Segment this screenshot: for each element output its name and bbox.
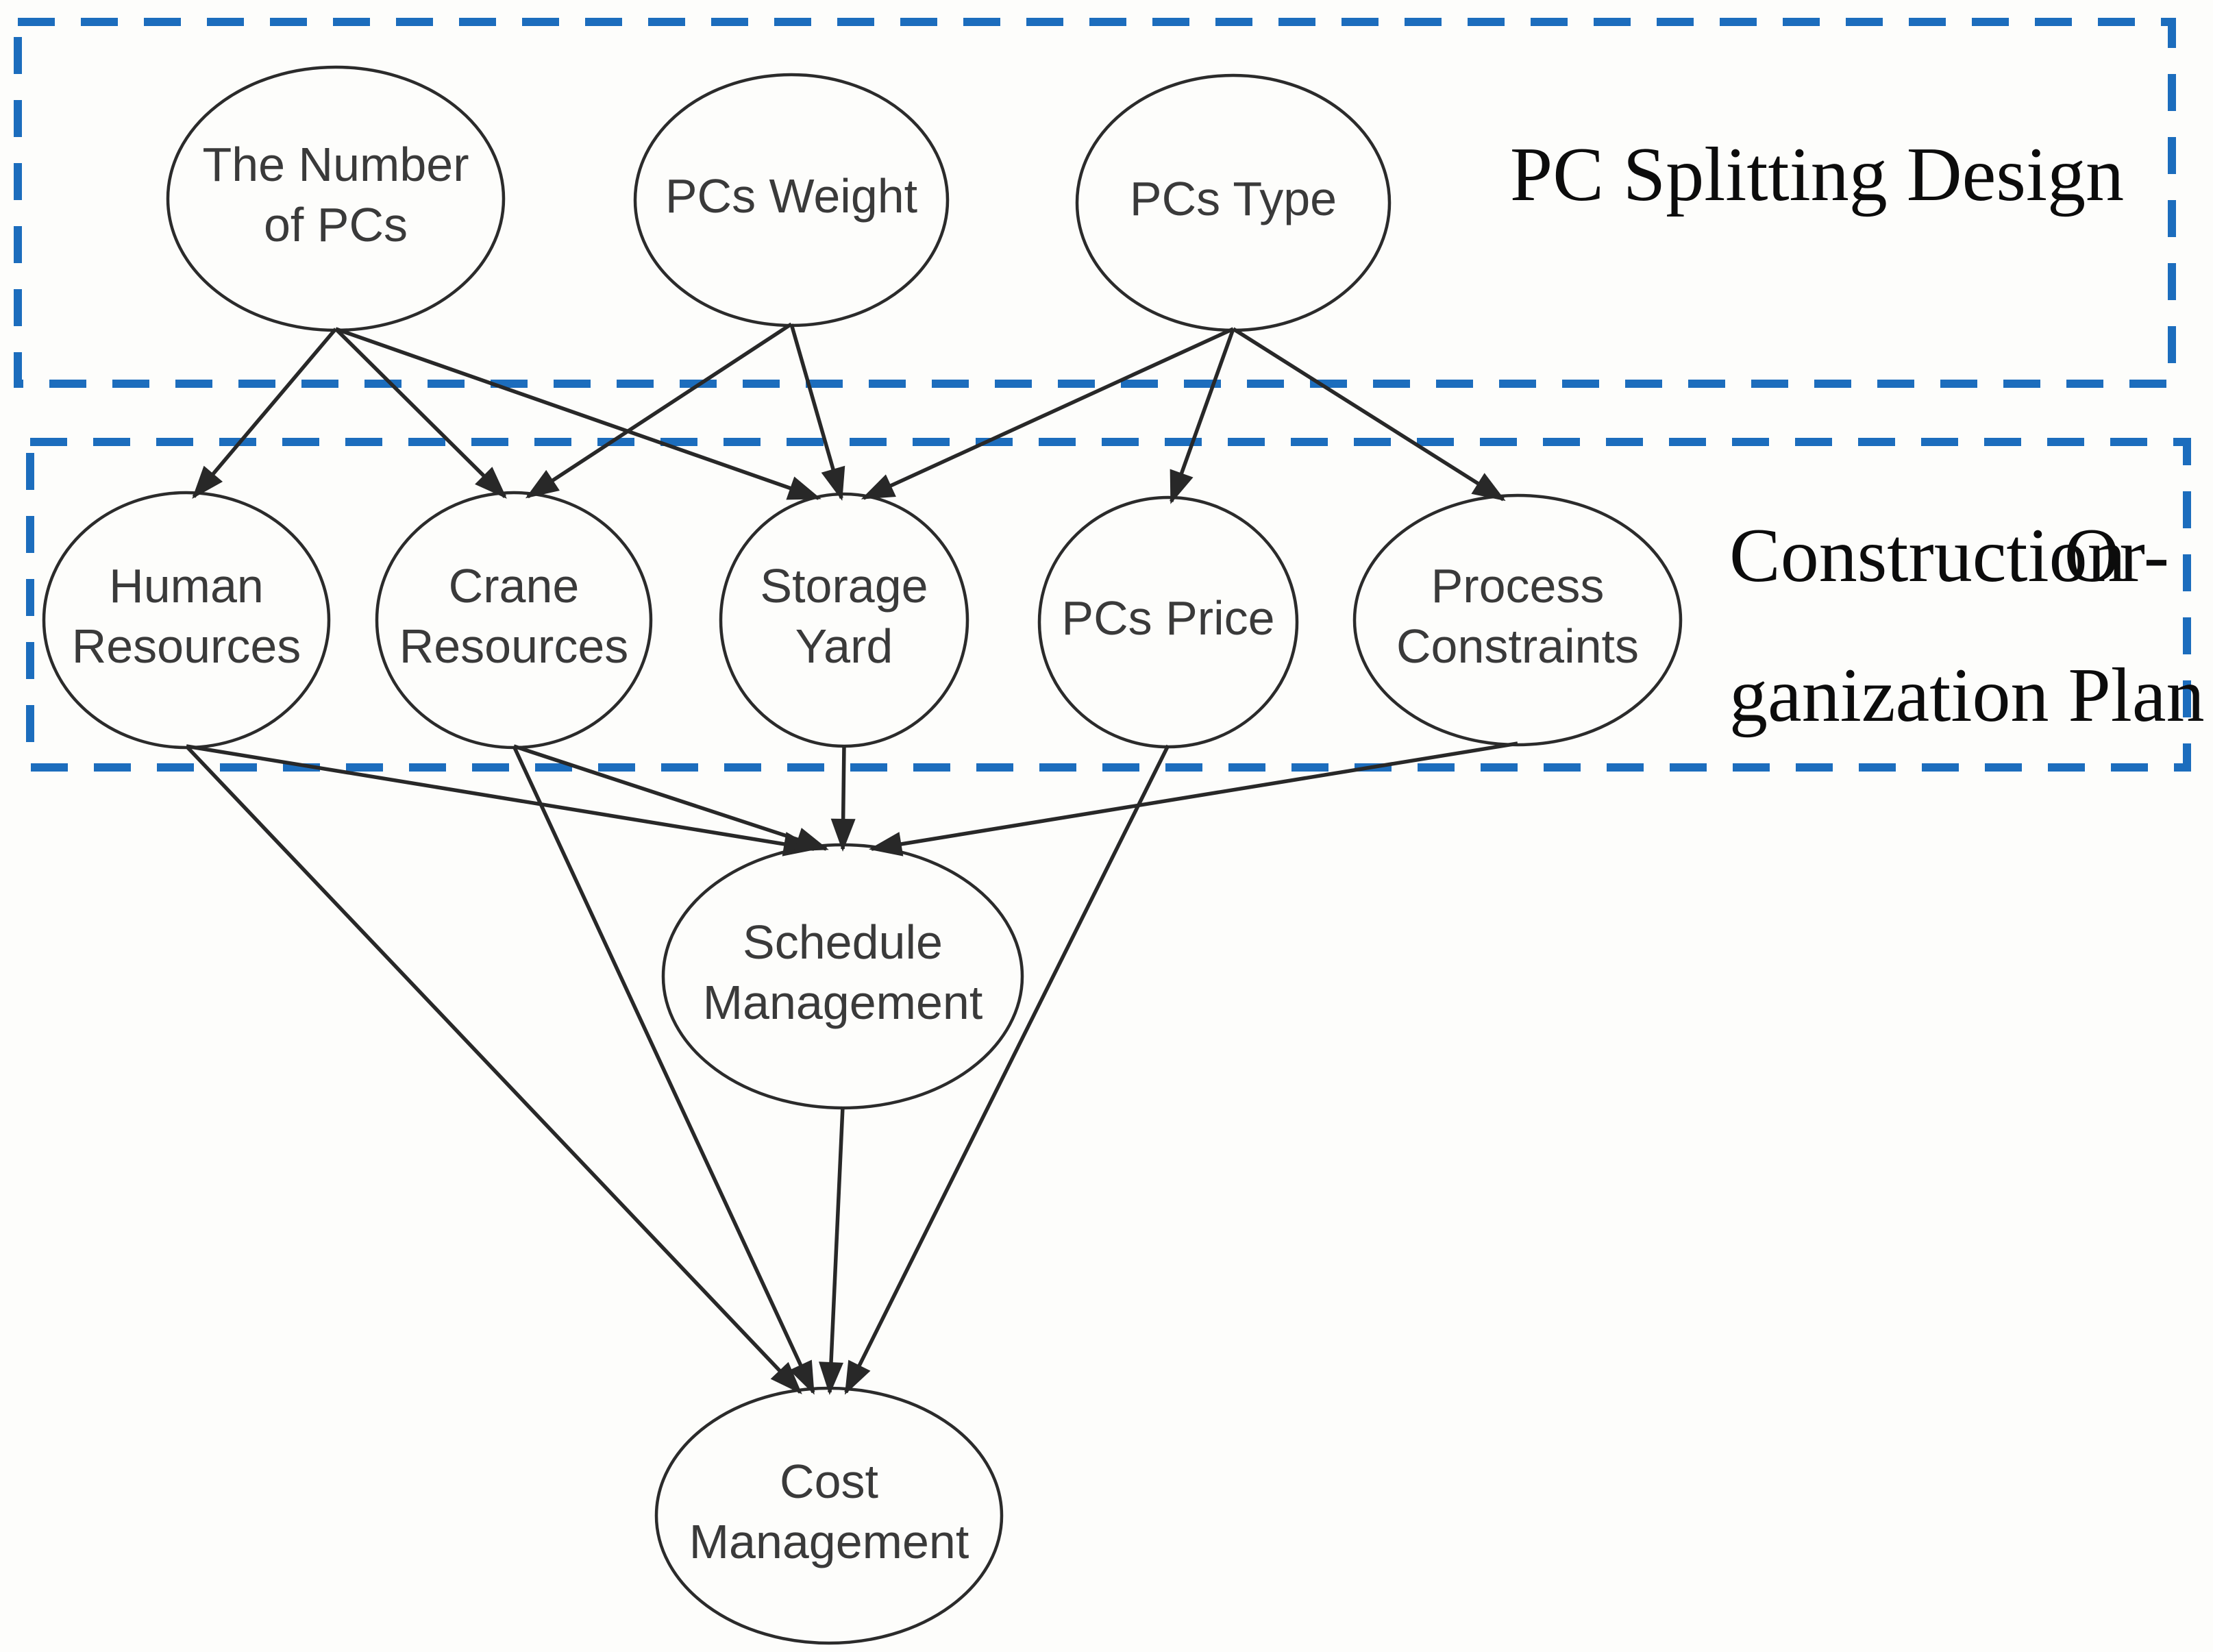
- group-label-construction-organization-plan-line-0: Construction: [1729, 513, 2126, 598]
- edge-the-number-of-pcs--storage-yard: [335, 327, 821, 500]
- node-label-crane-resources-line-1: Resources: [399, 619, 629, 673]
- group-label-construction-organization-plan-line-2: ganization Plan: [1729, 653, 2205, 738]
- edge-pcs-type--pcs-price: [1170, 328, 1235, 504]
- edge-process-constraints--schedule-management: [869, 741, 1518, 856]
- node-label-the-number-of-pcs-line-1: of PCs: [264, 198, 408, 251]
- edge-pcs-weight--storage-yard: [789, 323, 845, 501]
- edge-pcs-weight--crane-resources: [525, 322, 793, 499]
- node-label-human-resources-line-0: Human: [109, 559, 264, 613]
- edge-the-number-of-pcs--crane-resources: [334, 328, 507, 499]
- node-pcs-price: PCs Price: [1037, 495, 1299, 749]
- node-pcs-type: PCs Type: [1075, 73, 1392, 332]
- node-label-the-number-of-pcs-line-0: The Number: [202, 138, 469, 191]
- node-label-pcs-weight-line-0: PCs Weight: [665, 169, 917, 223]
- node-label-schedule-management-line-1: Management: [703, 976, 983, 1029]
- node-label-crane-resources-line-0: Crane: [449, 559, 580, 613]
- node-label-pcs-type-line-0: PCs Type: [1130, 172, 1337, 225]
- edge-pcs-type--process-constraints: [1232, 327, 1506, 502]
- node-label-process-constraints-line-0: Process: [1431, 559, 1605, 613]
- edge-the-number-of-pcs--human-resources: [192, 328, 338, 500]
- nodes-layer: The Number of PCs PCs Weight PCs TypeHumanR…: [42, 65, 1683, 1645]
- edge-crane-resources--cost-management: [512, 745, 815, 1395]
- edge-human-resources--cost-management: [185, 745, 802, 1394]
- edge-human-resources--schedule-management: [186, 744, 817, 856]
- edge-schedule-management--cost-management: [819, 1106, 845, 1395]
- node-label-cost-management-line-1: Management: [689, 1515, 969, 1568]
- edge-storage-yard--schedule-management: [830, 744, 856, 852]
- edge-crane-resources--schedule-management: [513, 744, 829, 852]
- node-label-human-resources-line-1: Resources: [72, 619, 301, 673]
- edge-pcs-price--cost-management: [844, 744, 1170, 1395]
- group-boxes-layer: PC Splitting DesignConstructionOr-ganiza…: [14, 18, 2205, 772]
- edges-layer: [185, 322, 1518, 1395]
- node-label-storage-yard-line-1: Yard: [795, 619, 893, 673]
- node-the-number-of-pcs: The Number of PCs: [166, 65, 506, 332]
- edge-pcs-type--storage-yard: [861, 327, 1235, 500]
- node-label-process-constraints-line-1: Constraints: [1396, 619, 1639, 673]
- node-label-cost-management-line-0: Cost: [780, 1455, 878, 1508]
- group-box-pc-splitting-design: [14, 18, 2176, 388]
- node-label-storage-yard-line-0: Storage: [760, 559, 928, 613]
- group-label-construction-organization-plan-line-1: Or-: [2064, 513, 2169, 598]
- group-box-construction-organization-plan: [26, 438, 2191, 772]
- node-label-pcs-price-line-0: PCs Price: [1061, 591, 1274, 645]
- node-pcs-weight: PCs Weight: [633, 73, 950, 328]
- node-label-schedule-management-line-0: Schedule: [743, 915, 943, 969]
- group-label-pc-splitting-design-line-0: PC Splitting Design: [1510, 132, 2124, 217]
